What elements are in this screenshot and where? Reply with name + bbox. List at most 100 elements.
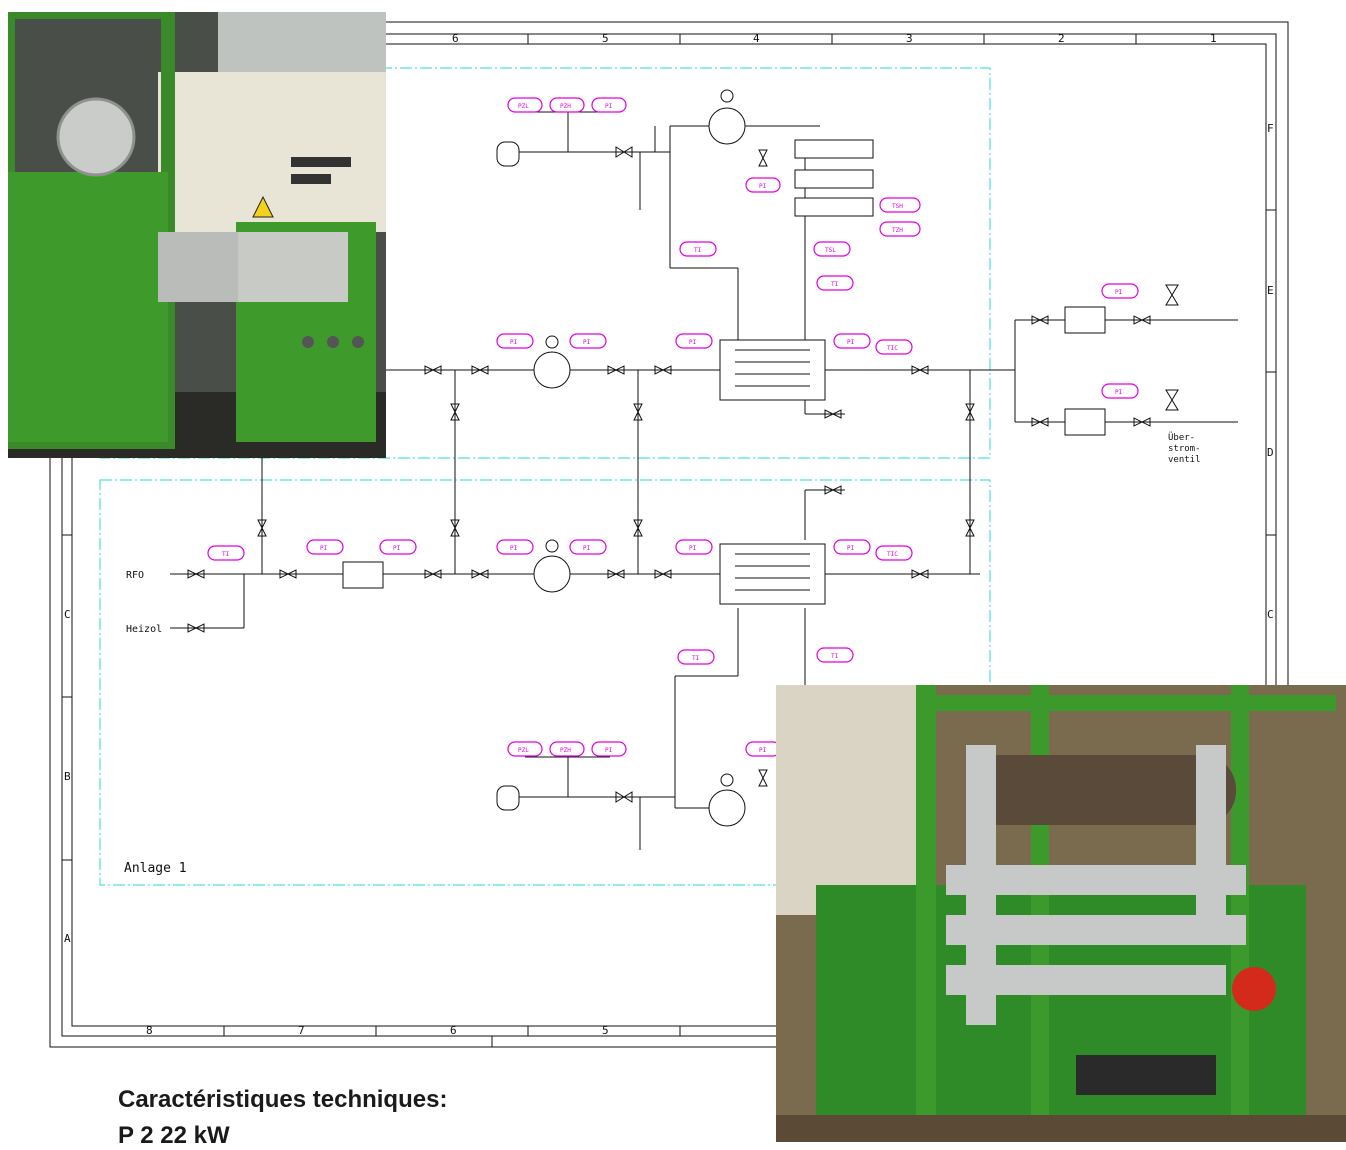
- bottom-column-label: 8: [146, 1024, 153, 1037]
- instrument-tag: TI: [831, 653, 839, 660]
- instrument-bubble: PZL: [507, 741, 543, 757]
- photo-heater-unit-image: [8, 12, 386, 458]
- instrument-tag: PI: [759, 183, 767, 190]
- valve-label: Über- strom- ventil: [1168, 432, 1206, 465]
- instrument-bubble: TSH: [879, 197, 921, 213]
- instrument-bubble: TI: [816, 275, 854, 291]
- frame-labels: 6 5 4 3 2 1 8 7 6 5 F E D C C B A: [64, 32, 1274, 1037]
- instrument-tag: PI: [689, 545, 697, 552]
- valve-label-line: strom-: [1168, 444, 1201, 454]
- instrument-tag: PI: [393, 545, 401, 552]
- filters: [342, 306, 1106, 589]
- row-label: D: [1267, 446, 1274, 459]
- instrument-bubble: PI: [675, 539, 713, 555]
- instruments: PZL PZH PI PI TSH TZH TSL TI TI PI PI PI…: [207, 97, 1139, 757]
- inputs: RFO Heizol Anlage 1 Über- strom- ventil: [124, 432, 1206, 876]
- instrument-tag: PZH: [560, 103, 571, 110]
- instrument-tag: PZL: [518, 103, 529, 110]
- instrument-bubble: TZH: [879, 221, 921, 237]
- valve-label-line: ventil: [1168, 455, 1201, 465]
- row-label: F: [1267, 122, 1274, 135]
- bottom-column-label: 5: [602, 1024, 609, 1037]
- instrument-bubble: PI: [745, 741, 781, 757]
- instrument-tag: PI: [689, 339, 697, 346]
- system-label: Anlage 1: [124, 861, 187, 876]
- caption-line2: P 2 22 kW: [118, 1122, 230, 1149]
- instrument-tag: PZH: [560, 747, 571, 754]
- column-label: 1: [1210, 32, 1217, 45]
- instrument-bubble: PI: [569, 539, 607, 555]
- instrument-bubble: PI: [745, 177, 781, 193]
- bottom-column-label: 6: [450, 1024, 457, 1037]
- pumps: [533, 89, 746, 827]
- instrument-bubble: PI: [675, 333, 713, 349]
- instrument-tag: TIC: [887, 345, 898, 352]
- instrument-bubble: TSL: [813, 241, 851, 257]
- instrument-bubble: TI: [207, 545, 245, 561]
- instrument-tag: TI: [692, 655, 700, 662]
- instrument-bubble: PI: [833, 539, 871, 555]
- instrument-bubble: PZL: [507, 97, 543, 113]
- instrument-bubble: PI: [496, 333, 534, 349]
- input-label-rfo: RFO: [126, 570, 144, 581]
- photo-hydraulic-unit-image: [776, 685, 1346, 1142]
- caption-title: Caractéristiques techniques:: [118, 1086, 448, 1113]
- valves: [187, 146, 1179, 803]
- row-label: A: [64, 932, 71, 945]
- instrument-tag: TI: [831, 281, 839, 288]
- instrument-tag: PI: [759, 747, 767, 754]
- instrument-tag: TI: [222, 551, 230, 558]
- instrument-bubble: TI: [816, 647, 854, 663]
- row-label: C: [1267, 608, 1274, 621]
- column-label: 2: [1058, 32, 1065, 45]
- instrument-bubble: PI: [496, 539, 534, 555]
- valve-label-line: Über-: [1168, 432, 1195, 443]
- instrument-tag: PI: [1115, 389, 1123, 396]
- instrument-bubble: PI: [379, 539, 417, 555]
- bottom-column-label: 7: [298, 1024, 305, 1037]
- instrument-bubble: TIC: [875, 545, 913, 561]
- heat-exchangers: [719, 339, 826, 605]
- instrument-tag: PI: [510, 339, 518, 346]
- instrument-tag: PI: [847, 339, 855, 346]
- instrument-tag: PI: [1115, 289, 1123, 296]
- instrument-bubble: PI: [591, 97, 627, 113]
- row-label: B: [64, 770, 71, 783]
- instrument-tag: PI: [510, 545, 518, 552]
- instrument-bubble: PI: [1101, 383, 1139, 399]
- electric-heaters: [794, 139, 874, 217]
- instrument-tag: TSH: [892, 203, 903, 210]
- instrument-tag: TIC: [887, 551, 898, 558]
- column-label: 4: [753, 32, 760, 45]
- instrument-bubble: PI: [1101, 283, 1139, 299]
- instrument-tag: PI: [583, 339, 591, 346]
- instrument-tag: PI: [605, 103, 613, 110]
- instrument-tag: TI: [694, 247, 702, 254]
- photo-heater-unit: [8, 12, 386, 458]
- instrument-bubble: PZH: [549, 741, 585, 757]
- column-label: 6: [452, 32, 459, 45]
- instrument-bubble: PZH: [549, 97, 585, 113]
- instrument-bubble: PI: [569, 333, 607, 349]
- input-label-heizol: Heizol: [126, 624, 162, 635]
- row-label: C: [64, 608, 71, 621]
- instrument-tag: PI: [605, 747, 613, 754]
- photo-hydraulic-unit: [776, 685, 1346, 1142]
- instrument-bubble: TI: [677, 649, 715, 665]
- instrument-tag: TSL: [825, 247, 836, 254]
- instrument-bubble: TIC: [875, 339, 913, 355]
- instrument-bubble: PI: [306, 539, 344, 555]
- instrument-bubble: PI: [833, 333, 871, 349]
- instrument-tag: PI: [847, 545, 855, 552]
- instrument-tag: TZH: [892, 227, 903, 234]
- instrument-tag: PI: [320, 545, 328, 552]
- instrument-tag: PI: [583, 545, 591, 552]
- column-label: 5: [602, 32, 609, 45]
- tanks: [496, 141, 520, 811]
- instrument-bubble: TI: [679, 241, 717, 257]
- instrument-bubble: PI: [591, 741, 627, 757]
- row-label: E: [1267, 284, 1274, 297]
- column-label: 3: [906, 32, 913, 45]
- instrument-tag: PZL: [518, 747, 529, 754]
